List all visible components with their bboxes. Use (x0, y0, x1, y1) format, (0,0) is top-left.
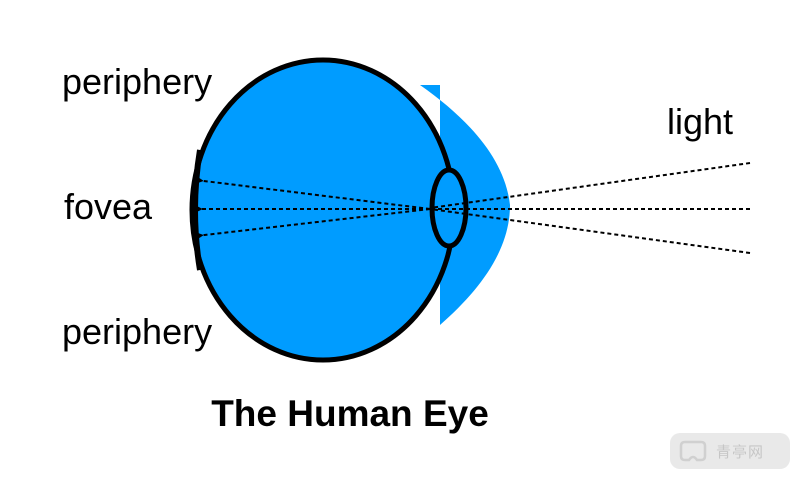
fovea-label: fovea (64, 186, 153, 227)
refracted-ray-bottom (196, 208, 431, 236)
vr-headset-logo-icon (679, 440, 707, 462)
light-label: light (667, 101, 734, 142)
watermark-text: 青亭网 (716, 442, 765, 461)
periphery-top-label: periphery (62, 61, 213, 102)
light-ray-bottom (429, 208, 751, 254)
diagram-title: The Human Eye (211, 393, 489, 434)
watermark: 青亭网 (670, 433, 790, 469)
periphery-bottom-label: periphery (62, 311, 213, 352)
refracted-ray-top (196, 180, 431, 210)
light-ray-top (429, 162, 751, 209)
